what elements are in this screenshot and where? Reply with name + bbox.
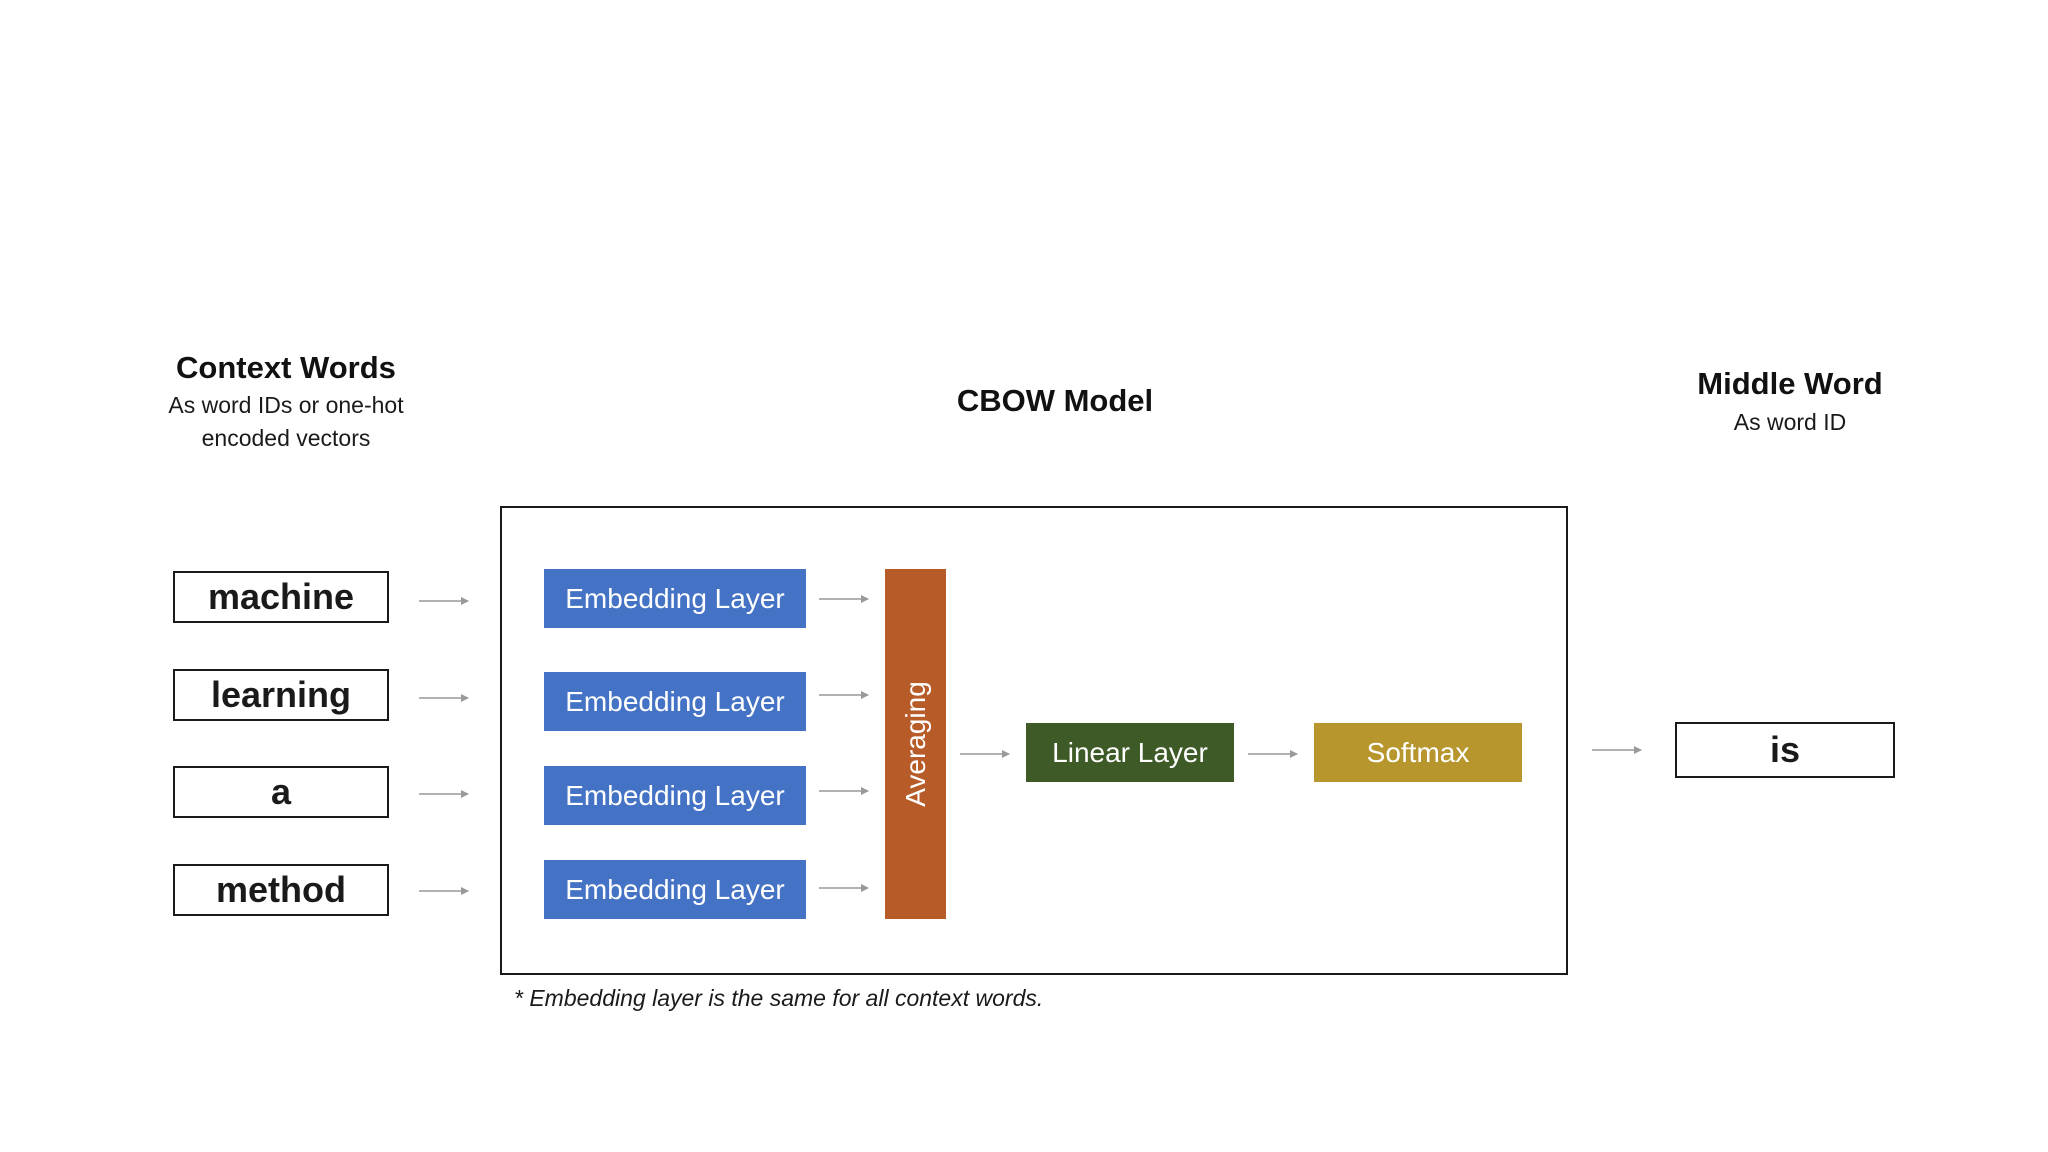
context-word-box: method (173, 864, 389, 916)
embedding-layer-block: Embedding Layer (544, 766, 806, 825)
context-word-box: a (173, 766, 389, 818)
context-word-box: learning (173, 669, 389, 721)
softmax-block: Softmax (1314, 723, 1522, 782)
context-words-title: Context Words (176, 350, 396, 385)
linear-layer-block: Linear Layer (1026, 723, 1234, 782)
cbow-model-title: CBOW Model (956, 383, 1154, 418)
middle-word-subtitle: As word ID (1733, 409, 1847, 435)
footnote: * Embedding layer is the same for all co… (514, 985, 1044, 1011)
context-word-box: machine (173, 571, 389, 623)
context-words-subtitle-line2: encoded vectors (201, 425, 371, 451)
embedding-layer-block: Embedding Layer (544, 860, 806, 919)
averaging-block: Averaging (885, 569, 946, 919)
embedding-layer-block: Embedding Layer (544, 569, 806, 628)
embedding-layer-block: Embedding Layer (544, 672, 806, 731)
middle-word-title: Middle Word (1697, 366, 1883, 401)
middle-word-box: is (1675, 722, 1895, 778)
context-words-subtitle-line1: As word IDs or one-hot (168, 392, 404, 418)
cbow-model-frame (500, 506, 1568, 975)
